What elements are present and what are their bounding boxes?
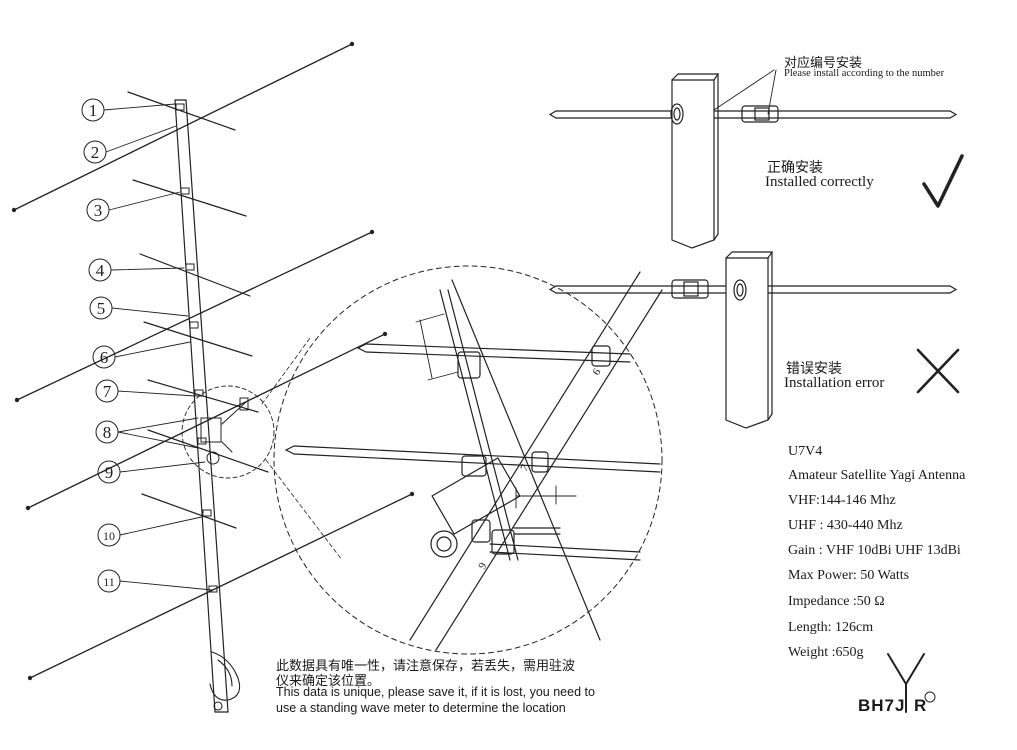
- spec-length: Length: 126cm: [788, 620, 874, 635]
- correct-label-cn: 正确安装: [767, 160, 823, 176]
- detail-magnified-view: [273, 265, 663, 655]
- element-number: 11: [103, 575, 115, 589]
- correct-install-illustration: [548, 73, 958, 249]
- spec-model: U7V4: [788, 444, 823, 459]
- element-number: 8: [103, 423, 112, 442]
- spec-weight: Weight :650g: [788, 645, 864, 660]
- logo-text: BH7J: [858, 696, 906, 715]
- element-number: 4: [96, 261, 105, 280]
- note-cn-line2: 仪来确定该位置。: [276, 674, 381, 689]
- element-number: 2: [91, 143, 100, 162]
- error-label-cn: 错误安装: [786, 361, 842, 377]
- spec-gain: Gain : VHF 10dBi UHF 13dBi: [788, 543, 961, 558]
- spec-uhf: UHF : 430-440 Mhz: [788, 518, 903, 533]
- feed-point: [200, 397, 249, 465]
- spec-power: Max Power: 50 Watts: [788, 568, 910, 583]
- antenna-illustration: [11, 41, 415, 713]
- install-by-number-cn: 对应编号安装: [784, 56, 863, 71]
- detail-callout-circle: [181, 385, 275, 479]
- element-number-circles: [81, 98, 121, 593]
- vhf-elements: [13, 43, 413, 679]
- detail-number-labels: 6 7 9: [476, 366, 603, 571]
- element-number-labels: 1 2 3 4 5 6 7 8 9 10 11: [89, 101, 115, 589]
- error-install-illustration: [548, 251, 958, 429]
- detail-number: 9: [476, 560, 489, 571]
- element-number: 3: [94, 201, 103, 220]
- correct-label-en: Installed correctly: [765, 174, 874, 190]
- element-number: 6: [100, 348, 109, 367]
- detail-number: 6: [590, 366, 603, 377]
- spec-impedance: Impedance :50 Ω: [788, 594, 885, 609]
- note-en-line2: use a standing wave meter to determine t…: [276, 701, 566, 715]
- error-label-en: Installation error: [784, 375, 885, 391]
- logo-antenna-icon: [887, 653, 925, 713]
- check-mark-icon: [922, 154, 964, 208]
- detail-number: 7: [518, 462, 531, 473]
- element-number: 5: [97, 299, 106, 318]
- cross-mark-icon: [916, 348, 960, 394]
- element-number: 7: [103, 382, 112, 401]
- mast-clamp: [209, 651, 241, 711]
- element-number: 9: [105, 463, 114, 482]
- element-number: 1: [89, 101, 98, 120]
- spec-name: Amateur Satellite Yagi Antenna: [788, 468, 966, 483]
- note-en-line1: This data is unique, please save it, if …: [276, 685, 595, 699]
- logo-suffix: R: [914, 696, 927, 715]
- registered-mark-icon: [924, 691, 936, 703]
- element-number: 10: [103, 529, 115, 543]
- note-cn-line1: 此数据具有唯一性，请注意保存，若丢失，需用驻波: [276, 659, 576, 674]
- boom: [174, 99, 229, 713]
- number-leaders: [103, 103, 213, 591]
- install-by-number-en: Please install according to the number: [784, 68, 945, 79]
- spec-vhf: VHF:144-146 Mhz: [788, 493, 896, 508]
- element-mounts: [175, 103, 218, 593]
